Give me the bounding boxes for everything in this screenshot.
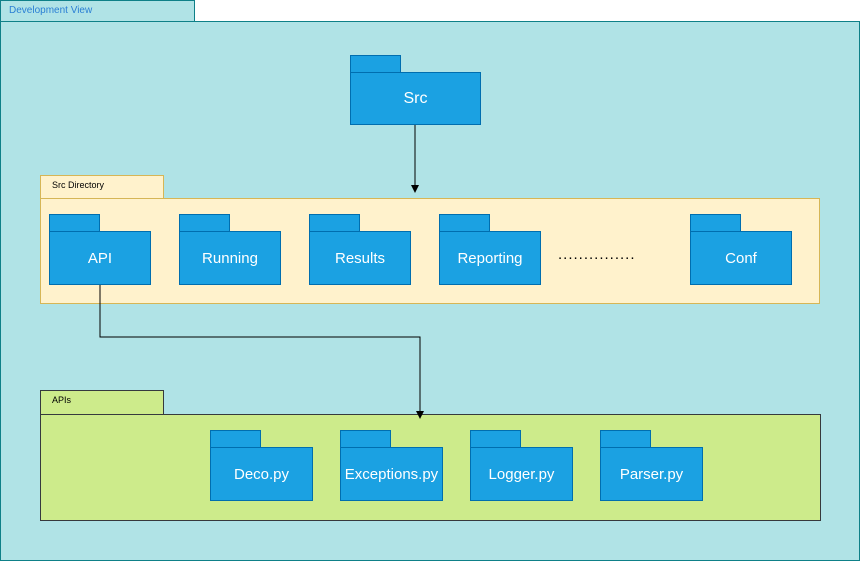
more-folders-ellipsis: ............... <box>558 246 636 263</box>
parser-folder-label: Parser.py <box>619 465 684 483</box>
src-folder[interactable]: Src <box>350 72 481 125</box>
deco-folder[interactable]: Deco.py <box>210 447 313 501</box>
deco-folder-label: Deco.py <box>233 465 290 483</box>
api-folder[interactable]: API <box>49 231 151 285</box>
results-folder[interactable]: Results <box>309 231 411 285</box>
reporting-folder[interactable]: Reporting <box>439 231 541 285</box>
results-folder-label: Results <box>334 249 386 267</box>
logger-folder-label: Logger.py <box>488 465 555 483</box>
conf-folder[interactable]: Conf <box>690 231 792 285</box>
conf-folder-label: Conf <box>725 249 757 267</box>
parser-folder[interactable]: Parser.py <box>600 447 703 501</box>
src-folder-label: Src <box>403 89 428 107</box>
exceptions-folder[interactable]: Exceptions.py <box>340 447 443 501</box>
src-directory-title: Src Directory <box>52 180 105 190</box>
development-view-title: Development View <box>9 5 93 16</box>
exceptions-folder-label: Exceptions.py <box>344 465 439 483</box>
api-folder-label: API <box>87 249 113 267</box>
running-folder[interactable]: Running <box>179 231 281 285</box>
apis-title: APIs <box>52 395 72 405</box>
running-folder-label: Running <box>202 249 258 267</box>
logger-folder[interactable]: Logger.py <box>470 447 573 501</box>
reporting-folder-label: Reporting <box>457 249 523 267</box>
api-to-apis-arrow <box>99 285 424 419</box>
apis-tab: APIs <box>40 390 164 415</box>
